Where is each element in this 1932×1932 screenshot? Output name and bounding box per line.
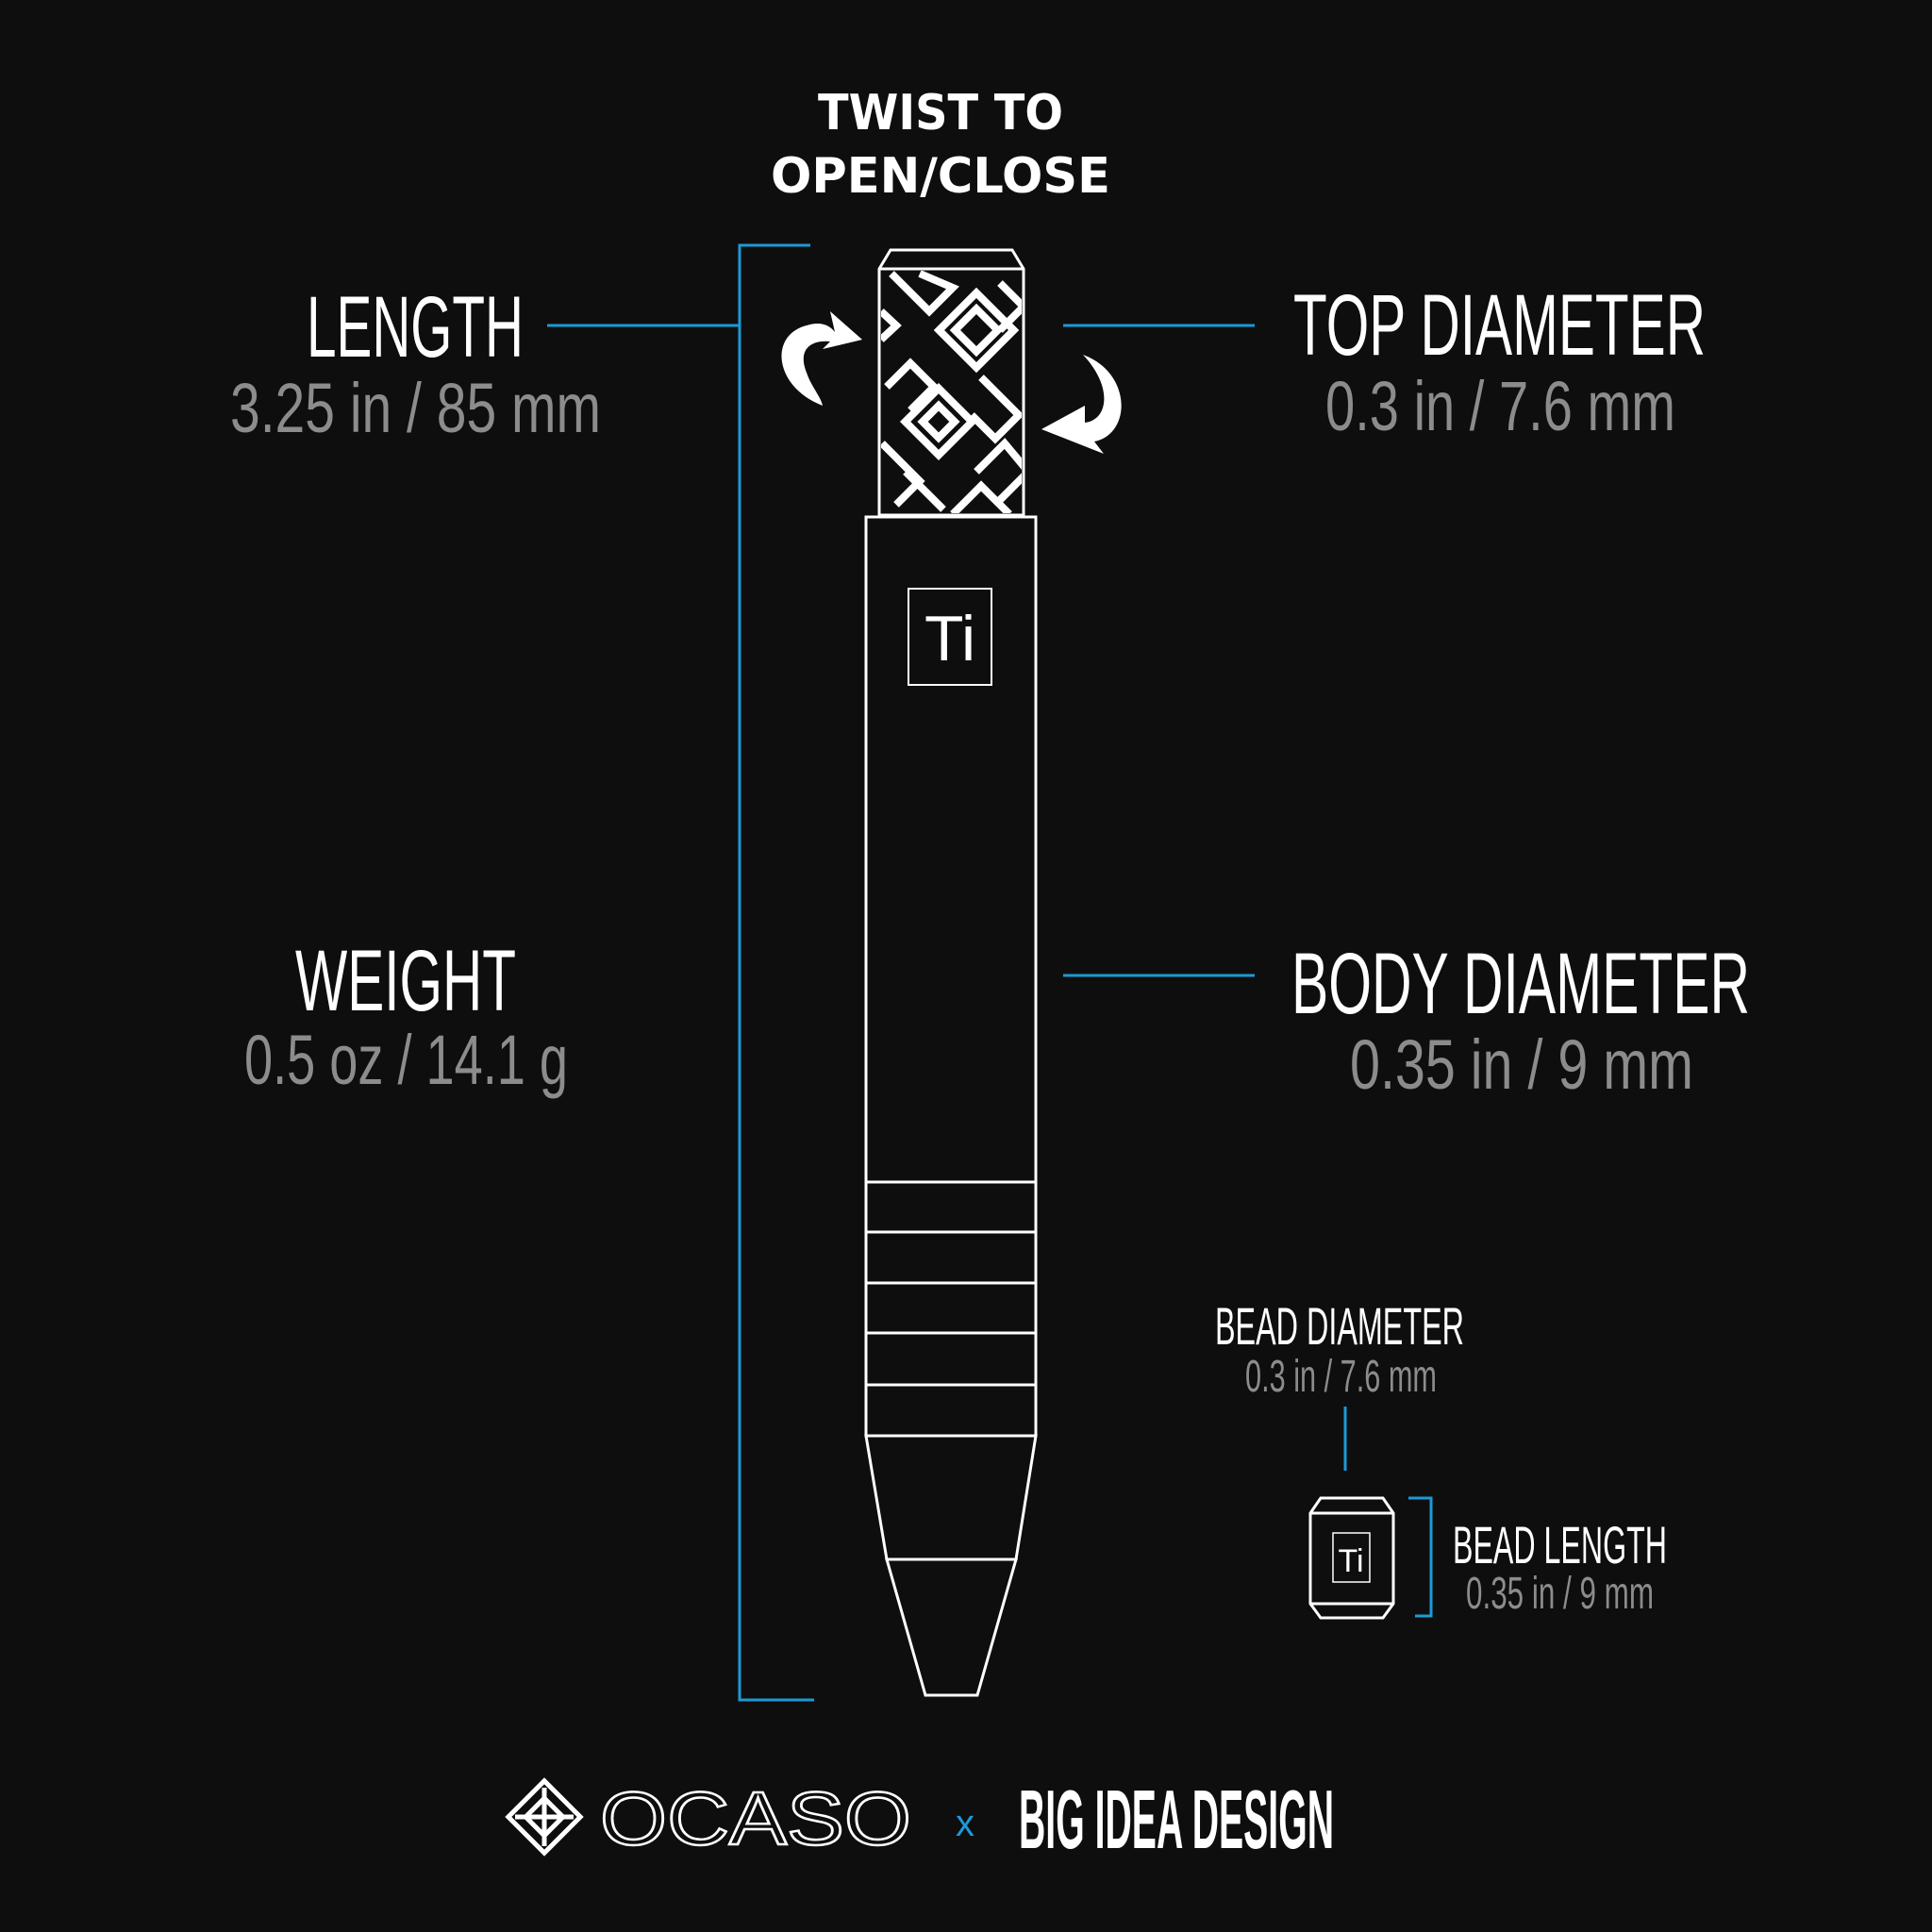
- pen-grip-bands: [866, 1180, 1036, 1387]
- body-diameter-label: BODY DIAMETER: [1291, 936, 1750, 1032]
- weight-value: 0.5 oz / 14.1 g: [244, 1021, 568, 1099]
- pen-ti-mark: Ti: [924, 603, 975, 675]
- twist-arrow-icon: [781, 311, 1122, 454]
- bead-diameter-value: 0.3 in / 7.6 mm: [1245, 1352, 1437, 1402]
- bead-length-bracket: [1408, 1496, 1433, 1618]
- bead-length-value: 0.35 in / 9 mm: [1466, 1569, 1654, 1619]
- length-value: 3.25 in / 85 mm: [230, 369, 601, 447]
- bead-length-label: BEAD LENGTH: [1453, 1515, 1667, 1574]
- pen-taper: [864, 1434, 1038, 1561]
- brand-big-idea-design: BIG IDEA DESIGN: [1019, 1773, 1334, 1866]
- brand-ocaso: OCASO: [600, 1776, 911, 1860]
- length-label: LENGTH: [307, 279, 524, 375]
- length-bracket: [547, 243, 814, 1702]
- weight-label: WEIGHT: [295, 933, 516, 1029]
- bead-diameter-label: BEAD DIAMETER: [1215, 1296, 1464, 1356]
- ocaso-logo-icon: [505, 1777, 584, 1857]
- pen-cap[interactable]: [877, 248, 1028, 517]
- body-diameter-value: 0.35 in / 9 mm: [1350, 1025, 1693, 1104]
- bead-illustration: Ti: [1308, 1496, 1395, 1620]
- top-diameter-label: TOP DIAMETER: [1293, 277, 1706, 374]
- twist-label-line2: OPEN/CLOSE: [771, 148, 1110, 205]
- bead-ti-box: [1332, 1532, 1371, 1583]
- ocaso-pattern: [881, 271, 1022, 513]
- bead-ti-mark: Ti: [1338, 1543, 1363, 1579]
- twist-label-line1: TWIST TO: [818, 85, 1063, 142]
- pen-ti-box: [908, 588, 992, 686]
- pen-illustration: Ti: [864, 248, 1038, 1697]
- brand-separator: x: [956, 1803, 974, 1844]
- top-diameter-value: 0.3 in / 7.6 mm: [1325, 367, 1675, 445]
- pen-tip: [885, 1557, 1018, 1697]
